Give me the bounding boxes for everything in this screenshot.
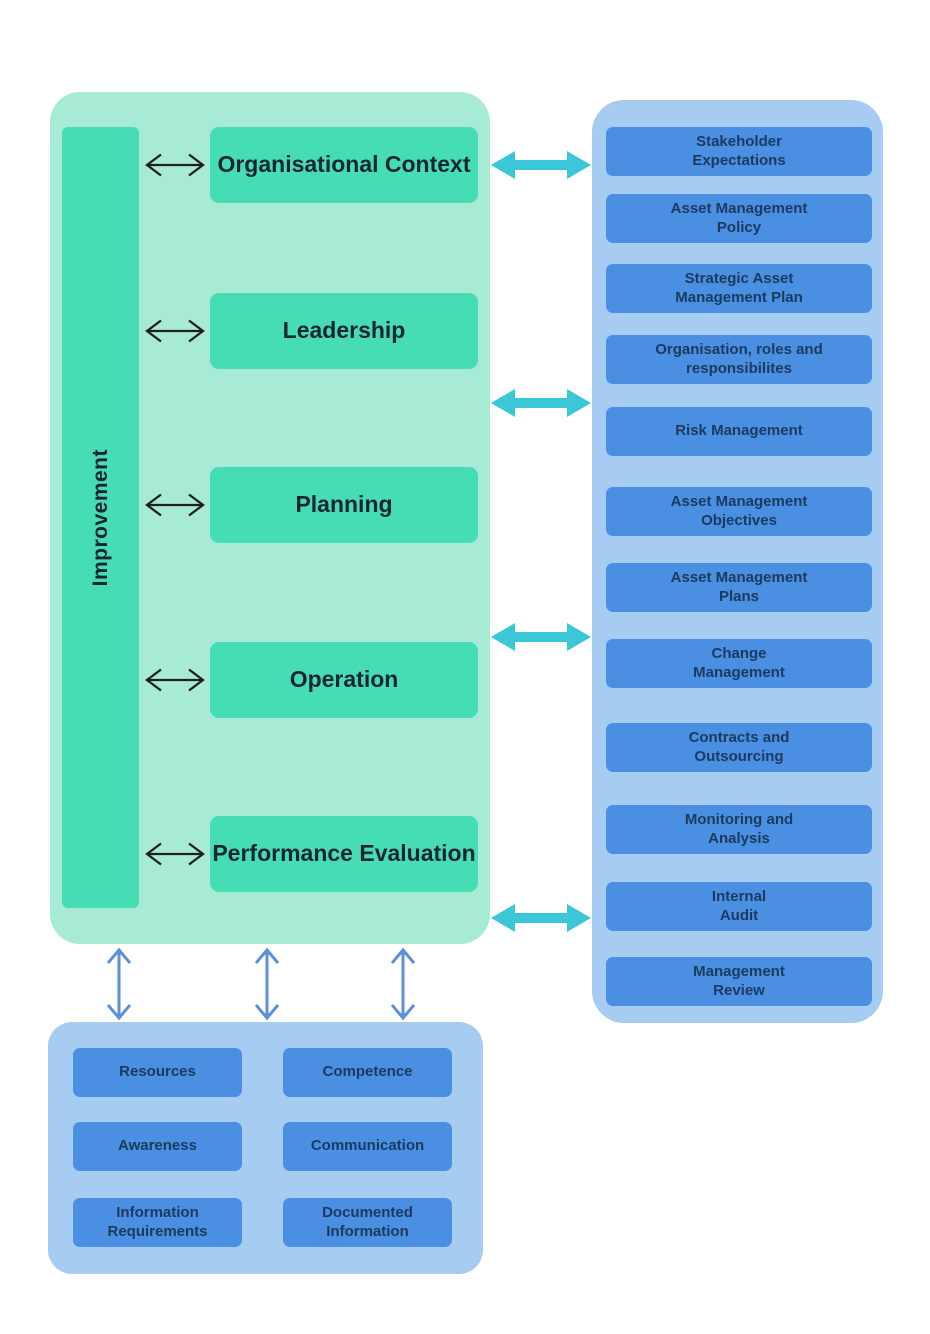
element-box-contracts-and-outsourcing: Contracts and Outsourcing	[606, 723, 872, 772]
element-box-organisation-roles-responsibilities: Organisation, roles and responsibilites	[606, 335, 872, 384]
element-box-monitoring-and-analysis: Monitoring and Analysis	[606, 805, 872, 854]
element-box-asset-management-policy: Asset Management Policy	[606, 194, 872, 243]
vertical-double-arrow-icon	[103, 946, 135, 1022]
vertical-double-arrow-icon	[387, 946, 419, 1022]
cyan-double-arrow-icon	[490, 622, 592, 652]
element-box-stakeholder-expectations: Stakeholder Expectations	[606, 127, 872, 176]
element-box-management-review: Management Review	[606, 957, 872, 1006]
double-arrow-icon	[142, 491, 208, 519]
support-box-documented-information: Documented Information	[283, 1198, 452, 1247]
process-box-performance-evaluation: Performance Evaluation	[210, 816, 478, 892]
double-arrow-icon	[142, 317, 208, 345]
process-box-leadership: Leadership	[210, 293, 478, 369]
process-box-organisational-context: Organisational Context	[210, 127, 478, 203]
improvement-bar: Improvement	[62, 127, 139, 908]
support-box-communication: Communication	[283, 1122, 452, 1171]
support-box-awareness: Awareness	[73, 1122, 242, 1171]
element-box-change-management: Change Management	[606, 639, 872, 688]
element-box-asset-management-plans: Asset Management Plans	[606, 563, 872, 612]
cyan-double-arrow-icon	[490, 388, 592, 418]
support-box-information-requirements: Information Requirements	[73, 1198, 242, 1247]
elements-panel	[592, 100, 883, 1023]
process-box-operation: Operation	[210, 642, 478, 718]
element-box-strategic-asset-management-plan: Strategic Asset Management Plan	[606, 264, 872, 313]
cyan-double-arrow-icon	[490, 150, 592, 180]
element-box-asset-management-objectives: Asset Management Objectives	[606, 487, 872, 536]
cyan-double-arrow-icon	[490, 903, 592, 933]
double-arrow-icon	[142, 151, 208, 179]
process-box-planning: Planning	[210, 467, 478, 543]
support-box-resources: Resources	[73, 1048, 242, 1097]
element-box-internal-audit: Internal Audit	[606, 882, 872, 931]
double-arrow-icon	[142, 840, 208, 868]
double-arrow-icon	[142, 666, 208, 694]
support-box-competence: Competence	[283, 1048, 452, 1097]
vertical-double-arrow-icon	[251, 946, 283, 1022]
improvement-label: Improvement	[88, 448, 112, 587]
element-box-risk-management: Risk Management	[606, 407, 872, 456]
